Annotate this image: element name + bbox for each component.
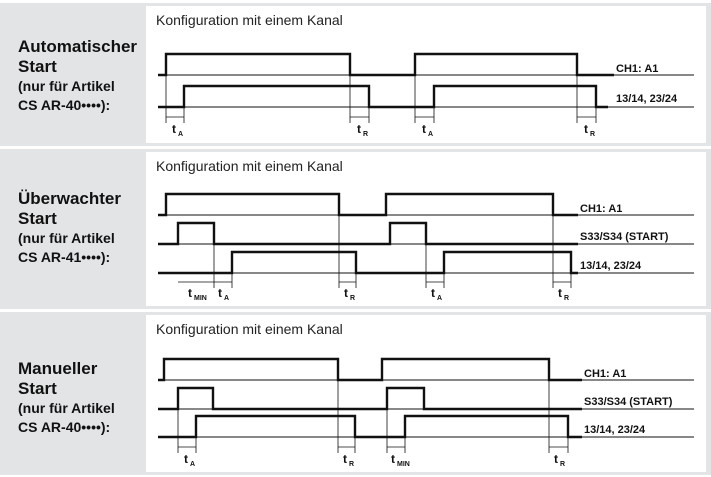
config-title: Konfiguration mit einem Kanal — [156, 12, 343, 28]
signal-label-ch1: CH1: A1 — [580, 203, 622, 215]
timing-diagram: Konfiguration mit einem Kanal — [146, 152, 706, 306]
marker-sub-ta: A — [428, 131, 433, 138]
panel-manual-start: Manueller Start (nur für Artikel CS AR-4… — [0, 312, 711, 475]
config-title: Konfiguration mit einem Kanal — [156, 158, 343, 174]
signal-label-relay: 13/14, 23/24 — [584, 424, 646, 436]
waveform-start — [158, 221, 578, 246]
signal-label-relay: 13/14, 23/24 — [616, 93, 678, 105]
signal-label-relay: 13/14, 23/24 — [580, 260, 642, 272]
signal-label-start: S33/S34 (START) — [584, 396, 673, 408]
panel-monitored-start: Überwachter Start (nur für Artikel CS AR… — [0, 149, 711, 309]
signal-label-ch1: CH1: A1 — [584, 368, 626, 380]
marker-label-ta: t — [184, 452, 188, 466]
marker-sub-ta: A — [224, 295, 229, 302]
panel-label: Automatischer Start (nur für Artikel CS … — [18, 37, 137, 115]
timing-svg: CH1: A1 S33/S34 (START) 13/14, 23/24 t A… — [158, 357, 694, 468]
timing-diagram: Konfiguration mit einem Kanal — [146, 315, 706, 472]
marker-label-tr: t — [343, 452, 347, 466]
marker-sub-tr: R — [564, 295, 569, 302]
marker-sub-tr: R — [363, 131, 368, 138]
marker-sub-tr: R — [560, 461, 565, 468]
waveform-ch1 — [158, 192, 578, 217]
marker-sub-tmin: MIN — [194, 295, 207, 302]
panel-label-start: Start — [18, 379, 57, 398]
marker-sub-tr: R — [350, 295, 355, 302]
waveform-relay — [158, 250, 578, 275]
timing-svg: CH1: A1 13/14, 23/24 t A t R t A t R — [158, 52, 694, 138]
marker-label-tr: t — [558, 286, 562, 300]
panel-label-article: CS AR-41••••): — [18, 249, 111, 265]
waveform-ch1 — [158, 357, 582, 382]
panel-label-note: (nur für Artikel — [18, 400, 115, 416]
marker-label-ta: t — [422, 122, 426, 136]
panel-automatic-start: Automatischer Start (nur für Artikel CS … — [0, 3, 711, 146]
marker-label-ta: t — [431, 286, 435, 300]
marker-label-tr: t — [584, 122, 588, 136]
marker-label-tmin: t — [391, 452, 395, 466]
panel-label-start: Start — [18, 209, 57, 228]
panel-label-title: Manueller — [18, 359, 98, 378]
marker-sub-tr: R — [349, 461, 354, 468]
waveform-ch1 — [158, 52, 614, 77]
panel-label: Überwachter Start (nur für Artikel CS AR… — [18, 189, 121, 267]
panel-label-title: Automatischer — [18, 37, 138, 56]
marker-sub-ta: A — [437, 295, 442, 302]
marker-sub-ta: A — [178, 131, 183, 138]
panel-label-article: CS AR-40••••): — [18, 419, 111, 435]
marker-label-ta: t — [172, 122, 176, 136]
marker-label-tr: t — [357, 122, 361, 136]
marker-label-ta: t — [218, 286, 222, 300]
waveform-relay — [158, 84, 608, 109]
panel-label-title: Überwachter — [18, 189, 121, 208]
panel-label: Manueller Start (nur für Artikel CS AR-4… — [18, 359, 115, 437]
timing-svg: CH1: A1 S33/S34 (START) 13/14, 23/24 t M… — [158, 192, 694, 302]
waveform-relay — [158, 414, 582, 439]
marker-sub-tmin: MIN — [397, 461, 410, 468]
marker-sub-ta: A — [190, 461, 195, 468]
panel-label-note: (nur für Artikel — [18, 230, 115, 246]
signal-label-ch1: CH1: A1 — [616, 63, 658, 75]
marker-label-tr: t — [554, 452, 558, 466]
config-title: Konfiguration mit einem Kanal — [156, 321, 343, 337]
panel-label-start: Start — [18, 57, 57, 76]
waveform-start — [158, 386, 582, 411]
timing-diagram: Konfiguration mit einem Kanal — [146, 6, 706, 143]
panel-label-article: CS AR-40••••): — [18, 97, 111, 113]
signal-label-start: S33/S34 (START) — [580, 231, 669, 243]
marker-label-tr: t — [344, 286, 348, 300]
panel-label-note: (nur für Artikel — [18, 78, 115, 94]
marker-sub-tr: R — [590, 131, 595, 138]
marker-label-tmin: t — [188, 286, 192, 300]
